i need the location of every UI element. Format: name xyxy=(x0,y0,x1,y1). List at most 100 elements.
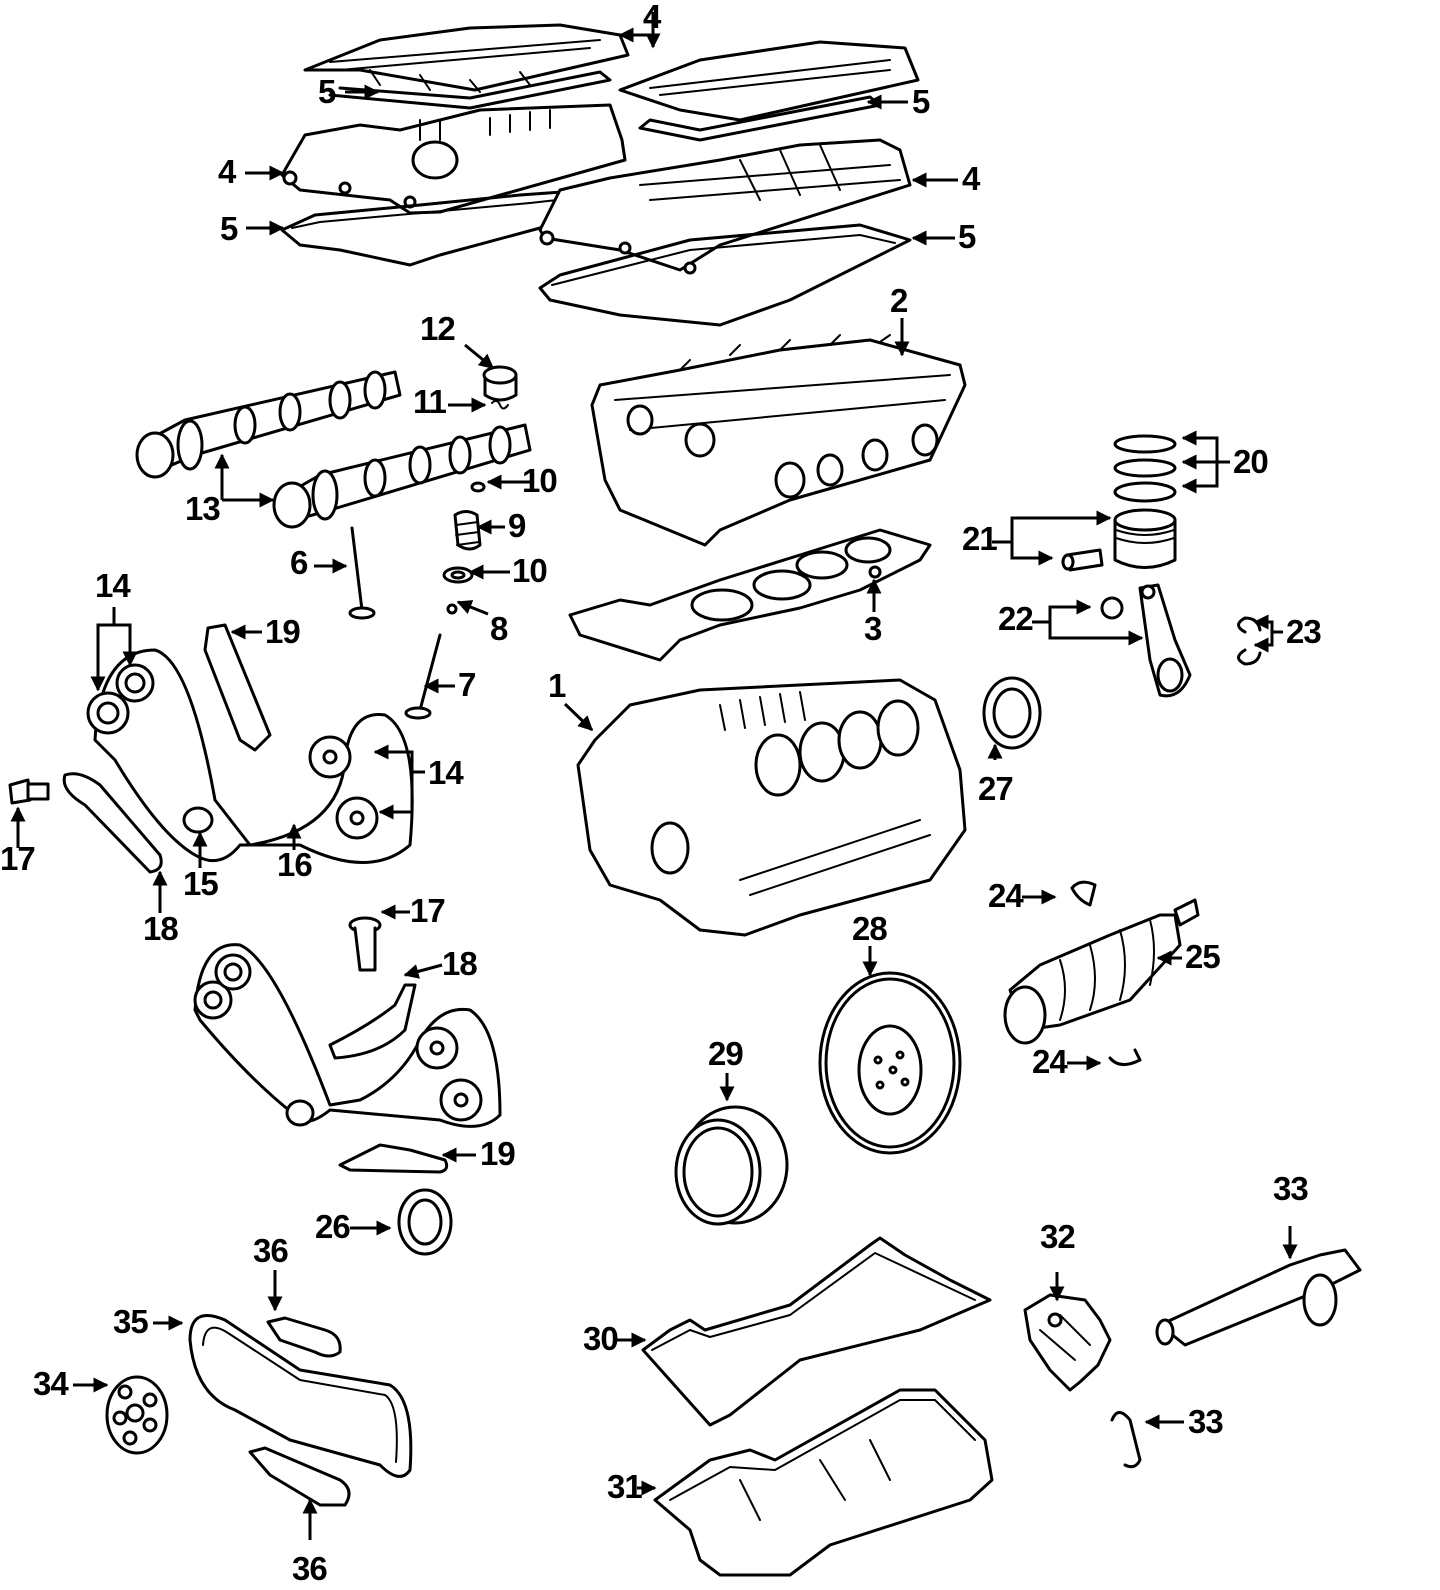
callout-36: 36 xyxy=(292,1498,328,1587)
callout-number: 30 xyxy=(583,1320,618,1357)
guide-rail-upper[interactable] xyxy=(203,623,272,752)
rod-bearings[interactable] xyxy=(1237,616,1262,666)
callout-15: 15 xyxy=(183,831,219,902)
callout-number: 15 xyxy=(183,865,218,902)
cylinder-head[interactable] xyxy=(590,334,967,547)
oil-pan-gasket[interactable] xyxy=(641,1236,992,1427)
callout-3: 3 xyxy=(864,578,883,647)
cam-sprocket-right-top[interactable] xyxy=(308,735,352,779)
callout-leader-arrow xyxy=(1032,599,1092,624)
callout-number: 4 xyxy=(643,0,662,35)
callout-number: 18 xyxy=(442,945,477,982)
connecting-rod[interactable] xyxy=(1138,583,1192,698)
callout-5: 5 xyxy=(318,73,380,110)
lifter[interactable] xyxy=(482,365,518,402)
rear-main-seal[interactable] xyxy=(982,676,1042,750)
callout-number: 2 xyxy=(890,282,908,319)
valve-cover-right[interactable] xyxy=(538,138,912,275)
tensioner-rail-lower[interactable] xyxy=(328,983,417,1060)
main-bearing-upper[interactable] xyxy=(1070,880,1097,907)
callout-number: 5 xyxy=(318,73,336,110)
callout-23: 23 xyxy=(1253,613,1322,653)
callout-leader-arrow xyxy=(90,607,116,692)
callout-18: 18 xyxy=(403,945,478,982)
chain-tensioner-bolt[interactable] xyxy=(8,778,50,805)
valve-cover-trim-gasket-left[interactable] xyxy=(328,70,612,110)
valve-cover-trim-right[interactable] xyxy=(618,40,920,122)
spring-retainer-lower[interactable] xyxy=(442,566,474,584)
callout-number: 33 xyxy=(1273,1170,1308,1207)
oil-pickup-tube-main[interactable] xyxy=(1155,1248,1362,1347)
exhaust-valve[interactable] xyxy=(404,633,442,720)
cam-sprocket-lower-right-bottom[interactable] xyxy=(439,1078,483,1122)
valve-cover-gasket-right[interactable] xyxy=(538,223,912,327)
callout-number: 14 xyxy=(428,754,464,791)
crank-sprocket-lower[interactable] xyxy=(285,1099,315,1127)
valve-seal[interactable] xyxy=(446,603,458,615)
head-gasket[interactable] xyxy=(568,528,932,662)
callout-number: 5 xyxy=(220,210,238,247)
callout-24: 24 xyxy=(988,877,1057,914)
spring-retainer-upper[interactable] xyxy=(470,481,486,493)
cam-sprocket-upper-left[interactable] xyxy=(86,691,130,735)
engine-block[interactable] xyxy=(576,678,967,937)
crankshaft[interactable] xyxy=(1003,898,1200,1045)
crank-sprocket[interactable] xyxy=(182,806,214,834)
callout-18: 18 xyxy=(143,870,179,947)
cam-sprocket-lower-left[interactable] xyxy=(193,980,233,1020)
callout-number: 25 xyxy=(1185,938,1220,975)
harmonic-balancer[interactable] xyxy=(674,1105,789,1226)
flywheel[interactable] xyxy=(818,971,962,1155)
oil-pump[interactable] xyxy=(1023,1293,1112,1392)
callout-number: 22 xyxy=(998,600,1033,637)
valve-keeper[interactable] xyxy=(491,399,509,410)
guide-rail-lower[interactable] xyxy=(338,1143,449,1174)
piston-rings[interactable] xyxy=(1113,434,1177,503)
callout-leader-arrow xyxy=(563,702,594,732)
front-seal[interactable] xyxy=(397,1188,453,1256)
oil-pickup-tube-small[interactable] xyxy=(1110,1411,1142,1469)
callout-33: 33 xyxy=(1144,1403,1224,1440)
callout-number: 9 xyxy=(508,507,526,544)
callout-number: 5 xyxy=(912,83,930,120)
cam-sprocket-upper-right[interactable] xyxy=(115,663,155,703)
callout-leader-arrow xyxy=(1181,430,1230,464)
piston-pin[interactable] xyxy=(1061,548,1104,572)
valve-spring[interactable] xyxy=(453,510,482,551)
callout-14: 14 xyxy=(373,744,465,820)
callout-19: 19 xyxy=(230,613,301,650)
callout-leader-arrow xyxy=(114,623,138,667)
chain-tensioner-lower[interactable] xyxy=(348,916,382,972)
camshaft-upper[interactable] xyxy=(135,370,402,479)
piston[interactable] xyxy=(1113,508,1177,569)
callout-4: 4 xyxy=(911,160,982,197)
callout-number: 7 xyxy=(458,666,475,703)
callout-number: 24 xyxy=(1032,1043,1068,1080)
intake-valve[interactable] xyxy=(348,526,376,620)
timing-chain-upper[interactable] xyxy=(93,648,414,864)
callout-12: 12 xyxy=(420,310,495,370)
callout-number: 23 xyxy=(1286,613,1321,650)
callout-17: 17 xyxy=(380,892,446,929)
cam-sprocket-lower-left-2[interactable] xyxy=(214,953,252,991)
oil-pan[interactable] xyxy=(653,1388,994,1577)
valve-cover-trim-left[interactable] xyxy=(303,23,630,93)
callout-5: 5 xyxy=(220,210,285,247)
camshaft-lower[interactable] xyxy=(272,423,532,529)
callout-31: 31 xyxy=(607,1468,657,1505)
oil-pump-chain[interactable] xyxy=(188,1314,413,1478)
oil-pump-sprocket[interactable] xyxy=(105,1375,169,1455)
callout-leader-arrow xyxy=(456,600,489,616)
callout-number: 13 xyxy=(185,490,220,527)
callout-28: 28 xyxy=(852,910,888,977)
callout-leader-arrow xyxy=(1181,462,1219,494)
cam-sprocket-right-bottom[interactable] xyxy=(335,796,379,840)
callout-14: 14 xyxy=(90,567,138,692)
oil-pump-chain-guide-lower[interactable] xyxy=(248,1446,351,1507)
cam-sprocket-lower-right-top[interactable] xyxy=(415,1026,459,1070)
main-bearing-lower[interactable] xyxy=(1108,1048,1142,1066)
rod-bushing[interactable] xyxy=(1100,596,1124,620)
oil-pump-chain-guide-upper[interactable] xyxy=(266,1316,342,1358)
tensioner-rail-upper[interactable] xyxy=(62,772,163,874)
